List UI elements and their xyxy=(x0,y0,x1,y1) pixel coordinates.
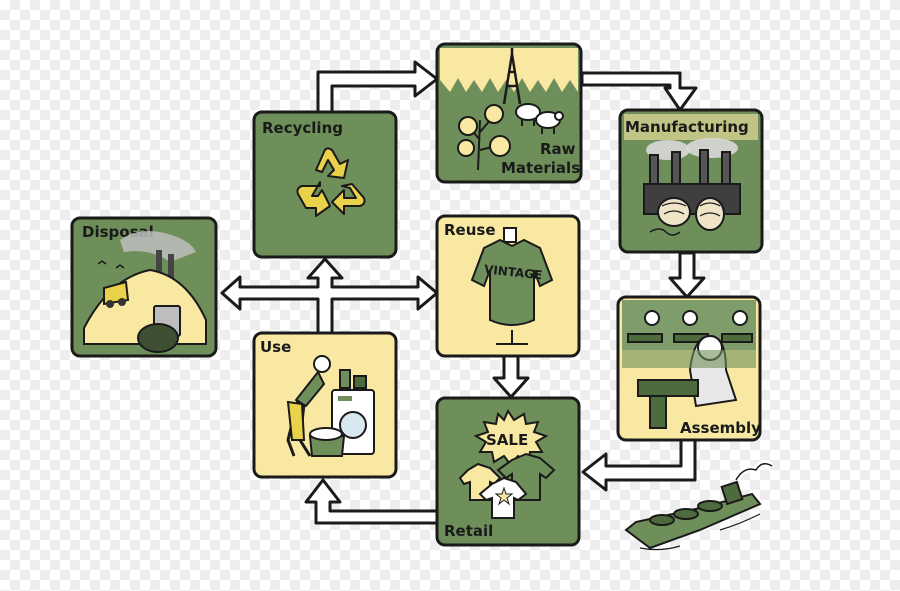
recycling-label: Recycling xyxy=(262,119,343,137)
stage-reuse: Reuse VINTAGE xyxy=(435,214,581,358)
cargo-ship-icon xyxy=(624,460,774,551)
landfill-icon xyxy=(83,231,207,353)
manufacturing-label: Manufacturing xyxy=(625,118,749,136)
use-label: Use xyxy=(260,338,291,356)
stage-manufacturing: Manufacturing xyxy=(618,108,764,254)
stage-raw-materials: Raw Materials xyxy=(435,42,583,184)
vintage-text: VINTAGE xyxy=(483,262,543,282)
stage-retail: SALE Retail xyxy=(435,396,581,547)
vintage-shirt-icon: VINTAGE xyxy=(470,227,554,345)
factory-icon xyxy=(643,138,741,236)
arrow-retail-to-use xyxy=(304,478,439,525)
arrow-assembly-to-retail xyxy=(581,438,697,492)
sale-text: SALE xyxy=(486,431,528,449)
recycle-icon xyxy=(296,147,366,217)
arrow-recycling-to-raw xyxy=(316,60,439,114)
stage-disposal: Disposal xyxy=(70,216,218,358)
sewing-workers-icon xyxy=(622,300,756,429)
raw-materials-label-line2: Materials xyxy=(501,159,580,177)
raw-materials-label-line1: Raw xyxy=(540,140,576,158)
stage-use: Use xyxy=(252,331,398,479)
arrow-manufacturing-to-assembly xyxy=(668,251,706,299)
cotton-sheep-oil-rig-icon xyxy=(457,48,564,171)
shirts-icon xyxy=(458,452,556,519)
stage-recycling: Recycling xyxy=(252,110,398,259)
washing-machine-icon xyxy=(286,355,375,457)
assembly-label: Assembly xyxy=(680,419,761,437)
arrow-reuse-to-retail xyxy=(492,354,530,399)
arrows xyxy=(220,60,706,525)
arrow-raw-to-manufacturing xyxy=(580,71,698,112)
stage-assembly: Assembly xyxy=(616,295,762,442)
retail-label: Retail xyxy=(444,522,493,540)
reuse-label: Reuse xyxy=(444,221,496,239)
arrow-cross-hub xyxy=(220,257,439,335)
